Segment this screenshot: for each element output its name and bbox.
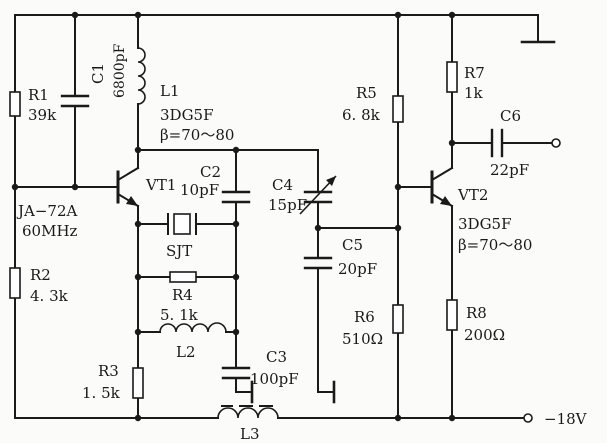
label-r1: R1 — [28, 86, 49, 104]
label-r4: R4 — [172, 286, 193, 304]
label-r3-value: 1. 5k — [82, 384, 121, 402]
label-l3: L3 — [240, 425, 260, 443]
label-crystal-frequency: 60MHz — [22, 222, 78, 240]
label-r6: R6 — [354, 308, 375, 326]
ground-symbol-c4 — [317, 380, 336, 404]
label-c6-value: 22pF — [490, 161, 529, 179]
label-l1: L1 — [160, 82, 180, 100]
label-vt2: VT2 — [457, 186, 488, 204]
label-r7-value: 1k — [464, 84, 484, 102]
label-r8-value: 200Ω — [464, 326, 505, 344]
label-vt2-type: 3DG5F — [458, 215, 512, 233]
capacitor-c1 — [60, 94, 90, 108]
label-vt2-beta: β=70～80 — [458, 236, 532, 254]
label-r8: R8 — [466, 304, 487, 322]
resistor-r8 — [446, 299, 458, 331]
supply-terminal — [523, 413, 533, 423]
label-c1-value: 6800pF — [112, 43, 128, 98]
label-r3: R3 — [98, 362, 119, 380]
label-crystal-model: JA−72A — [16, 202, 78, 220]
inductor-l3 — [217, 405, 279, 419]
inductor-l1 — [137, 47, 146, 105]
label-supply-voltage: −18V — [544, 410, 588, 428]
label-c4: C4 — [272, 176, 293, 194]
resistor-r4 — [169, 271, 197, 283]
ground-symbol-c3 — [235, 380, 254, 404]
label-r2-value: 4. 3k — [30, 287, 69, 305]
label-vt1-type: 3DG5F — [160, 106, 214, 124]
label-r6-value: 510Ω — [342, 330, 383, 348]
label-c1: C1 — [89, 63, 107, 84]
inductor-l2 — [159, 322, 227, 333]
capacitor-c6 — [490, 128, 504, 158]
junction-dots — [11, 11, 456, 422]
resistor-r6 — [392, 304, 404, 334]
label-c5: C5 — [342, 236, 363, 254]
label-r5: R5 — [356, 84, 377, 102]
crystal-sjt — [167, 213, 197, 235]
transistor-vt1 — [109, 166, 140, 208]
capacitor-c3 — [221, 366, 251, 380]
resistor-r1 — [9, 91, 21, 117]
resistor-r7 — [446, 61, 458, 93]
output-terminal — [551, 138, 561, 148]
capacitor-c4-variable — [299, 175, 337, 215]
label-vt1: VT1 — [145, 176, 176, 194]
labels: R1 39k C1 6800pF L1 3DG5F β=70～80 VT1 C2… — [16, 43, 588, 443]
label-c4-value: 15pF — [268, 196, 307, 214]
label-r2: R2 — [30, 266, 51, 284]
resistor-r3 — [132, 367, 144, 399]
label-vt1-beta: β=70～80 — [160, 126, 234, 144]
label-r1-value: 39k — [28, 106, 57, 124]
wires — [14, 14, 553, 419]
capacitor-c2 — [221, 190, 251, 204]
label-c2: C2 — [200, 163, 221, 181]
label-c6: C6 — [500, 107, 521, 125]
label-c5-value: 20pF — [338, 260, 377, 278]
label-sjt: SJT — [166, 242, 192, 260]
resistor-r5 — [392, 95, 404, 123]
label-r4-value: 5. 1k — [160, 306, 199, 324]
label-c3-value: 100pF — [250, 370, 299, 388]
resistor-r2 — [9, 267, 21, 299]
label-c3: C3 — [266, 348, 287, 366]
label-l2: L2 — [176, 343, 196, 361]
label-r7: R7 — [464, 64, 485, 82]
capacitor-c5 — [303, 256, 333, 270]
label-c2-value: 10pF — [180, 181, 219, 199]
label-r5-value: 6. 8k — [342, 106, 381, 124]
transistor-vt2 — [427, 166, 454, 208]
